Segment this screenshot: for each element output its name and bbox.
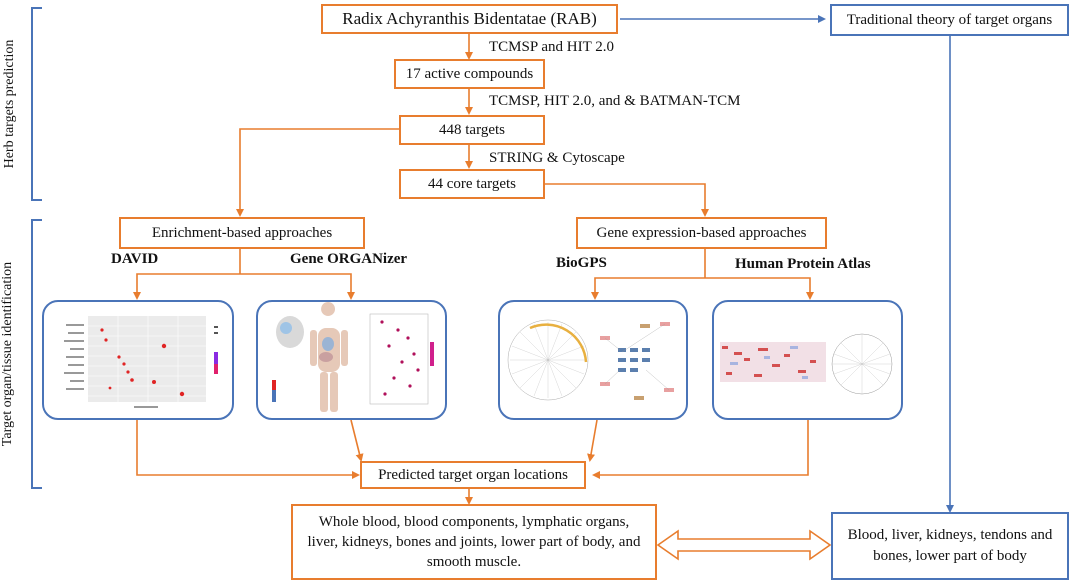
- hpa-heatmap-image: [720, 333, 893, 395]
- expression-label: Gene expression-based approaches: [596, 224, 807, 241]
- organizer-body-image: [272, 302, 434, 412]
- side-label-herb: Herb targets prediction: [2, 39, 17, 169]
- result-left-label: Whole blood, blood components, lymphatic…: [307, 513, 641, 571]
- result-right-box: Blood, liver, kidneys, tendons and bones…: [831, 512, 1069, 580]
- theory-box: Traditional theory of target organs: [830, 4, 1069, 36]
- core-targets-box: 44 core targets: [399, 169, 545, 199]
- rab-box: Radix Achyranthis Bidentatae (RAB): [321, 4, 618, 34]
- result-left-box: Whole blood, blood components, lymphatic…: [291, 504, 657, 580]
- predicted-label: Predicted target organ locations: [378, 466, 568, 483]
- enrichment-box: Enrichment-based approaches: [119, 217, 365, 249]
- tool-label-hpa: Human Protein Atlas: [735, 256, 871, 272]
- theory-label: Traditional theory of target organs: [846, 11, 1053, 28]
- double-arrow: [656, 529, 832, 561]
- edge-label-batman: TCMSP, HIT 2.0, and & BATMAN-TCM: [489, 93, 741, 109]
- targets-448-label: 448 targets: [439, 121, 505, 138]
- bracket-bottom: [31, 219, 42, 489]
- tool-label-david: DAVID: [111, 251, 159, 267]
- core-targets-label: 44 core targets: [427, 175, 517, 192]
- expression-box: Gene expression-based approaches: [576, 217, 827, 249]
- edge-label-string: STRING & Cytoscape: [489, 150, 625, 166]
- biogps-network-image: [507, 319, 674, 401]
- enrichment-label: Enrichment-based approaches: [151, 224, 333, 241]
- david-dotplot-image: [64, 316, 218, 408]
- hpa-panel: [712, 300, 903, 420]
- bracket-top: [31, 7, 42, 201]
- targets-448-box: 448 targets: [399, 115, 545, 145]
- organizer-panel: [256, 300, 447, 420]
- tool-label-biogps: BioGPS: [556, 255, 607, 271]
- predicted-box: Predicted target organ locations: [360, 461, 586, 489]
- edge-label-tcmsp-hit: TCMSP and HIT 2.0: [489, 39, 615, 55]
- tool-label-organizer: Gene ORGANizer: [290, 251, 408, 267]
- compounds-box: 17 active compounds: [394, 59, 545, 89]
- side-label-target: Target organ/tissue identification: [0, 261, 15, 447]
- result-right-label: Blood, liver, kidneys, tendons and bones…: [847, 527, 1053, 564]
- rab-label: Radix Achyranthis Bidentatae (RAB): [342, 9, 597, 28]
- david-panel: [42, 300, 234, 420]
- compounds-label: 17 active compounds: [405, 65, 534, 82]
- biogps-panel: [498, 300, 688, 420]
